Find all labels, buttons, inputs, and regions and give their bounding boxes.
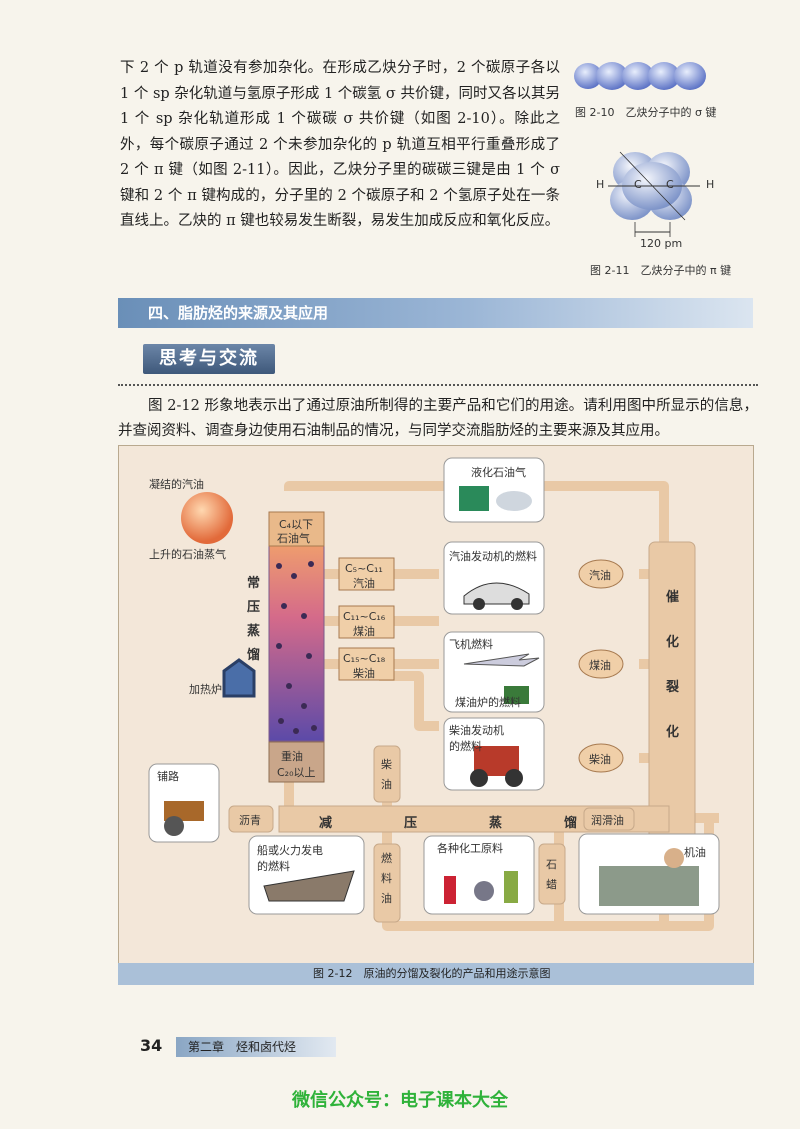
diagram-drawing <box>148 457 720 931</box>
fig-2-11-h-right: H <box>706 178 715 191</box>
dotted-divider <box>118 384 758 386</box>
vacuum-label-2: 压 <box>404 816 418 831</box>
fraction-c4-range: C₄以下 <box>279 518 314 531</box>
fig-2-10-caption: 图 2-10 乙炔分子中的 σ 键 <box>575 106 717 119</box>
crack-diesel-label: 柴油 <box>589 753 611 766</box>
asphalt-label: 沥青 <box>239 814 261 827</box>
use-engine-oil-label: 机油 <box>684 846 706 859</box>
use-road-label: 铺路 <box>157 770 179 783</box>
vacuum-diesel-2: 油 <box>381 778 392 791</box>
paraffin-2: 蜡 <box>546 878 557 891</box>
fig-2-12-caption: 图 2-12 原油的分馏及裂化的产品和用途示意图 <box>118 963 754 985</box>
use-stove-fuel-label: 煤油炉的燃料 <box>455 696 521 709</box>
use-gasoline-engine-label: 汽油发动机的燃料 <box>449 550 537 563</box>
fuel-oil-2: 料 <box>381 872 392 885</box>
fraction-c11-name: 煤油 <box>353 625 375 638</box>
fraction-c5-name: 汽油 <box>353 577 375 590</box>
intro-paragraph: 下 2 个 p 轨道没有参加杂化。在形成乙炔分子时，2 个碳原子各以 1 个 s… <box>120 60 560 229</box>
fuel-oil-1: 燃 <box>381 852 392 865</box>
fraction-c15-name: 柴油 <box>353 667 375 680</box>
fig-2-11-h-left: H <box>596 178 605 191</box>
tower-label-2: 压 <box>247 600 261 615</box>
chapter-label: 第二章 烃和卤代烃 <box>176 1037 336 1057</box>
tower-label-4: 馏 <box>247 648 261 663</box>
fraction-heavy-range: C₂₀以上 <box>277 766 316 779</box>
use-diesel-engine-label: 柴油发动机 的燃料 <box>449 724 504 753</box>
vacuum-label-4: 馏 <box>564 816 578 831</box>
crude-oil-diagram: 凝结的汽油 上升的石油蒸气 加热炉 常 压 蒸 馏 C₄以下 石油气 C₅~C₁… <box>118 445 754 985</box>
cracking-label-2: 化 <box>666 635 680 650</box>
fig-2-10-sigma-bond-image <box>574 62 706 90</box>
fraction-c15-range: C₁₅~C₁₈ <box>343 652 386 665</box>
lube-oil-label: 润滑油 <box>591 814 624 827</box>
body-paragraph: 图 2-12 形象地表示出了通过原油所制得的主要产品和它们的用途。请利用图中所显… <box>118 398 758 439</box>
fig-2-11-c1: C <box>634 178 642 191</box>
crack-kerosene-label: 煤油 <box>589 659 611 672</box>
use-lpg-label: 液化石油气 <box>471 466 526 479</box>
fraction-c5-range: C₅~C₁₁ <box>345 562 383 575</box>
use-ship-label: 船或火力发电 的燃料 <box>257 844 323 873</box>
use-jet-fuel-label: 飞机燃料 <box>449 638 493 651</box>
vacuum-label-1: 减 <box>319 816 333 831</box>
wechat-watermark: 微信公众号：电子课本大全 <box>292 1090 508 1111</box>
fig-2-11-distance: 120 pm <box>640 237 683 250</box>
fig-2-11-caption: 图 2-11 乙炔分子中的 π 键 <box>590 264 732 277</box>
think-exchange-box: 思考与交流 <box>143 344 275 374</box>
furnace-label: 加热炉 <box>189 683 222 696</box>
cracking-label-1: 催 <box>666 590 680 605</box>
fig-2-11-c2: C <box>666 178 674 191</box>
tower-label-1: 常 <box>247 576 261 591</box>
condensed-gasoline-label: 凝结的汽油 <box>149 478 204 491</box>
fuel-oil-3: 油 <box>381 892 392 905</box>
fig-2-11-pi-bond-image <box>608 151 700 237</box>
page-number: 34 <box>140 1036 163 1055</box>
use-chemicals-label: 各种化工原料 <box>437 842 503 855</box>
tower-label-3: 蒸 <box>247 624 261 639</box>
section-heading: 四、脂肪烃的来源及其应用 <box>118 298 753 328</box>
paraffin-1: 石 <box>546 858 557 871</box>
vacuum-label-3: 蒸 <box>489 816 503 831</box>
crack-gasoline-label: 汽油 <box>589 569 611 582</box>
rising-vapor-label: 上升的石油蒸气 <box>149 548 226 561</box>
fraction-c11-range: C₁₁~C₁₆ <box>343 610 386 623</box>
cracking-label-3: 裂 <box>666 680 680 695</box>
fraction-c4-name: 石油气 <box>277 532 310 545</box>
fraction-heavy-name: 重油 <box>281 750 303 763</box>
vacuum-diesel-1: 柴 <box>381 758 392 771</box>
cracking-label-4: 化 <box>666 725 680 740</box>
